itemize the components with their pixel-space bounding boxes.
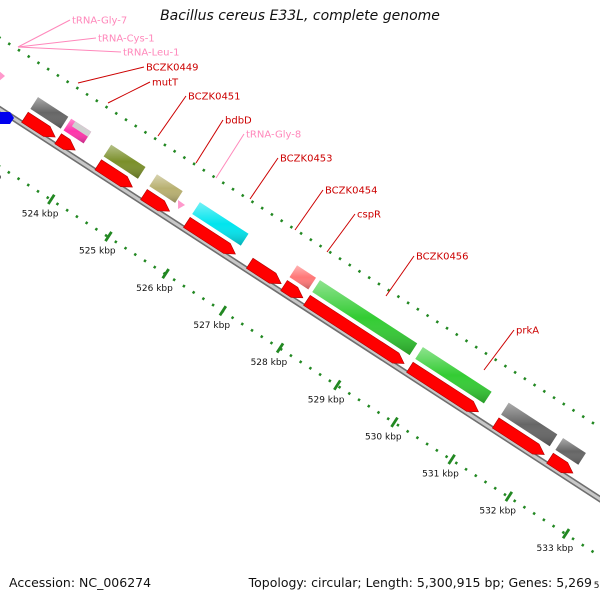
- ruler-tick: [333, 379, 342, 391]
- cog-block-next-1-shade: [501, 402, 558, 447]
- cog-block-mutt-shade: [63, 118, 92, 144]
- ruler-label: 528 kbp: [251, 358, 288, 368]
- map-title: Bacillus cereus E33L, complete genome: [160, 8, 440, 24]
- backbone-outline: [0, 105, 600, 503]
- feature-label: tRNA-Gly-7: [72, 16, 127, 27]
- outer-dot-line: [0, 36, 600, 430]
- ruler-label: 527 kbp: [193, 321, 230, 331]
- ruler-label: 526 kbp: [136, 284, 173, 294]
- cds-arrow: [183, 216, 236, 255]
- cds-arrow: [140, 189, 171, 212]
- ruler-label: 531 kbp: [422, 470, 459, 480]
- feature-label: BCZK0454: [325, 186, 378, 197]
- feature-label: BCZK0456: [416, 252, 469, 263]
- cds-arrow: [94, 159, 133, 188]
- ruler-tick: [161, 268, 170, 280]
- cog-block-next-2-shade: [555, 438, 586, 465]
- label-leader-line: [249, 157, 279, 200]
- cds-arrow: [406, 361, 479, 413]
- outer-ring-dots: [0, 36, 600, 430]
- ruler-labels: 523 kbp 524 kbp 525 kbp 526 kbp 527 kbp 528 k…: [0, 172, 600, 591]
- ruler-label: 524 kbp: [22, 210, 59, 220]
- feature-label: mutT: [152, 78, 179, 89]
- feature-label: tRNA-Gly-8: [246, 130, 301, 141]
- ruler-label: 533 kbp: [537, 544, 574, 554]
- cds-arrow: [491, 417, 545, 455]
- label-leader-line: [294, 189, 324, 231]
- inner-dot-line: [0, 165, 600, 558]
- ruler-label: 529 kbp: [308, 395, 345, 405]
- cds-arrow: [280, 280, 304, 299]
- label-leader-line: [483, 329, 515, 371]
- ruler-label: 530 kbp: [365, 432, 402, 442]
- accession-text: Accession: NC_006274: [9, 575, 152, 590]
- feature-label: BCZK0449: [146, 63, 199, 74]
- feature-label: prkA: [516, 326, 539, 337]
- label-leader-line: [157, 95, 187, 137]
- topology-summary: Topology: circular; Length: 5,300,915 bp…: [248, 575, 592, 590]
- cog-block-bczk0453-shade: [192, 202, 249, 246]
- ruler-label: 532 kbp: [479, 507, 516, 517]
- blue-feature-left-edge: [0, 112, 14, 124]
- label-leader-line: [17, 37, 97, 48]
- cds-track: [0, 71, 574, 474]
- feature-label: BCZK0453: [280, 154, 333, 165]
- ruler-tick: [390, 416, 399, 428]
- backbone-line: [0, 107, 600, 501]
- trna-arrow-left-edge: [0, 71, 5, 81]
- label-leader-line: [107, 81, 151, 104]
- cds-arrow: [54, 133, 76, 151]
- cds-arrow: [303, 294, 405, 364]
- ruler-tick: [275, 342, 285, 354]
- cog-block-bczk0451-shade: [103, 144, 146, 179]
- ruler-tick: [218, 305, 228, 317]
- label-leader-line: [77, 66, 145, 84]
- cds-arrow: [21, 111, 56, 138]
- feature-label: tRNA-Leu-1: [123, 48, 179, 59]
- label-leader-line: [17, 46, 122, 53]
- feature-label: BCZK0451: [188, 92, 241, 103]
- ruler-ring-dots: [0, 165, 600, 558]
- feature-label: bdbD: [225, 116, 252, 127]
- label-leader-line: [385, 255, 415, 297]
- ruler-tick: [104, 231, 113, 242]
- trna-gly-8-arrow: [178, 199, 186, 209]
- ruler-label: 523 kbp: [0, 172, 2, 182]
- ruler-tick: [447, 454, 456, 465]
- feature-label: cspR: [357, 210, 381, 221]
- label-leader-line: [17, 19, 71, 48]
- ruler-tick: [47, 194, 56, 205]
- ruler-tick: [504, 491, 514, 502]
- ruler-tick: [561, 528, 571, 540]
- label-leader-line: [215, 133, 245, 179]
- cog-block-bczk0449-shade: [30, 97, 69, 129]
- cds-arrow: [546, 452, 574, 474]
- label-leader-line: [326, 213, 356, 253]
- ruler-label: 534 kbp: [594, 581, 600, 591]
- cog-block-cspr-shade: [289, 265, 316, 290]
- label-leader-line: [195, 119, 224, 164]
- cds-arrow: [245, 257, 282, 285]
- feature-label-lines: [17, 19, 515, 371]
- cog-block-bdbd-shade: [149, 174, 183, 203]
- cog-block-bczk0456-shade: [312, 280, 418, 356]
- ruler-label: 525 kbp: [79, 247, 116, 257]
- feature-label: tRNA-Cys-1: [98, 34, 155, 45]
- cog-block-mutt-top: [71, 121, 92, 137]
- cog-block-prka-shade: [415, 347, 492, 404]
- cog-track: [30, 97, 586, 465]
- genome-backbone: [0, 105, 600, 503]
